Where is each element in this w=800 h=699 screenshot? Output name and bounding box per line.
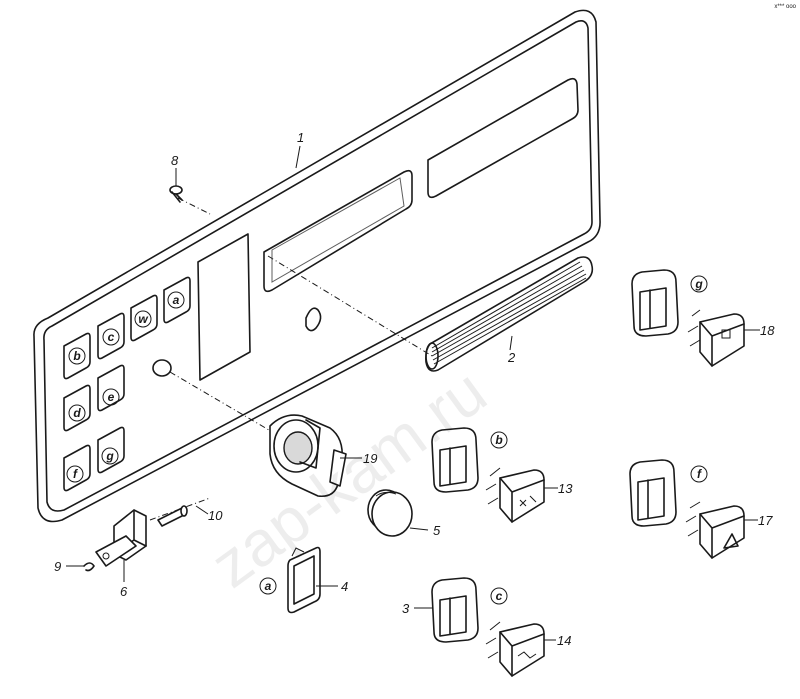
callout-14: 14	[557, 633, 571, 648]
callout-17: 17	[758, 513, 773, 528]
panel-letter-b: b	[73, 349, 80, 363]
callout-2: 2	[507, 350, 516, 365]
panel-switch-f: f	[63, 444, 91, 492]
panel-switch-c: c	[97, 312, 125, 360]
rocker-switch-17	[685, 501, 745, 559]
clip	[83, 562, 95, 572]
panel-letter-g: g	[105, 449, 114, 463]
panel-letter-a: a	[173, 293, 180, 307]
leader-lines	[66, 145, 760, 641]
callout-4: 4	[341, 579, 348, 594]
callout-3: 3	[402, 601, 410, 616]
panel-switch-b: b	[63, 332, 91, 380]
callout-1: 1	[297, 130, 304, 145]
svg-text:a: a	[265, 579, 272, 593]
callout-6: 6	[120, 584, 128, 599]
panel-switch-d: d	[63, 384, 91, 432]
switch-frame-b	[431, 427, 479, 493]
panel-letter-w: w	[138, 312, 148, 326]
part-letter-b: b	[490, 431, 508, 449]
callout-8: 8	[171, 153, 179, 168]
callout-13: 13	[558, 481, 573, 496]
rocker-switch-13	[485, 467, 545, 523]
part-letter-f: f	[690, 465, 708, 483]
panel-switch-a: a	[163, 276, 191, 324]
blank-cover	[287, 546, 321, 614]
panel-switch-w: w	[130, 294, 158, 342]
callout-9: 9	[54, 559, 61, 574]
screw	[169, 185, 183, 203]
assembly-line-knob	[169, 371, 287, 441]
rocker-switch-18	[687, 309, 745, 367]
svg-text:g: g	[694, 277, 703, 291]
switch-frame-c	[431, 577, 479, 643]
assembly-line-screw	[177, 197, 211, 215]
switch-frame-g	[631, 269, 679, 337]
callout-10: 10	[208, 508, 223, 523]
callout-5: 5	[433, 523, 441, 538]
rocker-switch-14	[485, 621, 545, 677]
panel-switch-e: e	[97, 364, 125, 412]
trim-strip	[425, 256, 594, 372]
panel-letter-f: f	[73, 467, 78, 481]
switch-frame-f	[629, 459, 677, 527]
panel-letter-e: e	[108, 390, 115, 404]
panel-letter-c: c	[108, 330, 115, 344]
callout-18: 18	[760, 323, 775, 338]
mounting-bracket	[95, 509, 147, 567]
plug	[367, 489, 413, 537]
part-letter-g: g	[690, 275, 708, 293]
rotary-switch	[269, 414, 347, 498]
assembly-line-strip	[267, 255, 433, 357]
part-letter-c: c	[490, 587, 508, 605]
svg-text:c: c	[496, 589, 503, 603]
instrument-panel	[33, 9, 601, 523]
svg-text:f: f	[697, 467, 702, 481]
callout-19: 19	[363, 451, 377, 466]
svg-text:b: b	[495, 433, 502, 447]
part-letter-a: a	[259, 577, 277, 595]
corner-reference: x*** ooo	[774, 4, 796, 10]
panel-switch-g: g	[97, 426, 125, 474]
pin	[157, 505, 188, 527]
panel-letter-d: d	[73, 406, 81, 420]
